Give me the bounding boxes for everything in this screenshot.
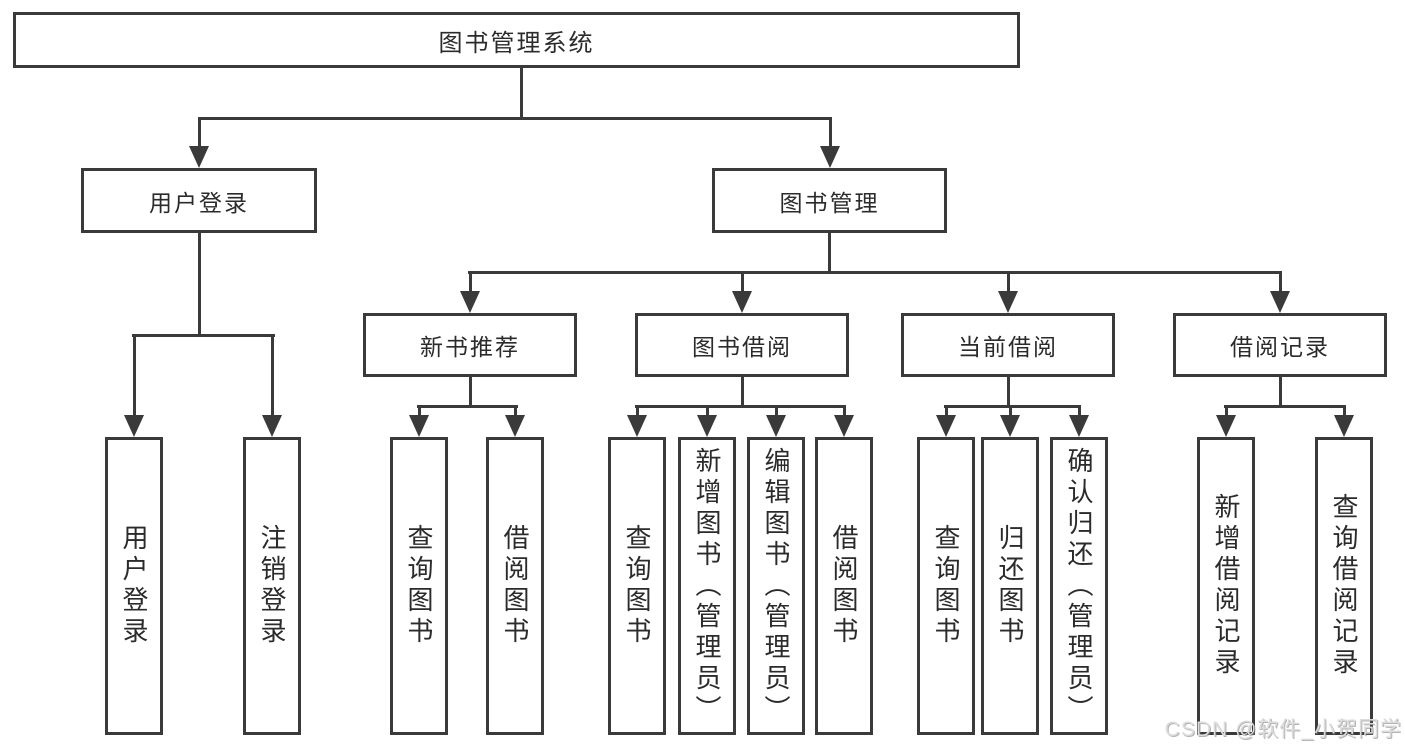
arrowhead-down-icon bbox=[1270, 291, 1290, 313]
watermark: CSDN @软件_小贺同学 bbox=[1164, 718, 1402, 741]
connector-level3-rail bbox=[468, 271, 1282, 274]
leaf-logout-login: 注销登录 bbox=[243, 437, 301, 735]
connector-leaf-drop bbox=[1225, 405, 1228, 417]
arrowhead-down-icon bbox=[697, 415, 717, 437]
connector-leaf-drop bbox=[775, 405, 778, 417]
connector-book-mgmt-trunk bbox=[828, 231, 831, 274]
leaf-edit-books-admin-label: 编辑图书（管理员） bbox=[761, 446, 791, 726]
connector-new-book-trunk bbox=[469, 375, 472, 407]
arrowhead-down-icon bbox=[732, 291, 752, 313]
leaf-borrow-books-borrowing-label: 借阅图书 bbox=[829, 524, 859, 648]
arrowhead-down-icon bbox=[1216, 415, 1236, 437]
leaf-borrow-books-borrowing: 借阅图书 bbox=[815, 437, 873, 735]
connector-book-borrow-trunk bbox=[741, 375, 744, 407]
connector-leaf-drop bbox=[843, 405, 846, 417]
leaf-return-books-label: 归还图书 bbox=[995, 524, 1025, 648]
leaf-query-borrow-record-label: 查询借阅记录 bbox=[1329, 493, 1359, 679]
arrowhead-down-icon bbox=[1000, 415, 1020, 437]
node-user-login-label: 用户登录 bbox=[149, 189, 249, 216]
connector-leaf-drop bbox=[133, 334, 136, 417]
arrowhead-down-icon bbox=[1334, 415, 1354, 437]
node-book-management-label: 图书管理 bbox=[779, 189, 880, 216]
node-root-label: 图书管理系统 bbox=[438, 29, 595, 57]
node-user-login: 用户登录 bbox=[81, 168, 317, 233]
node-new-book-recommend-label: 新书推荐 bbox=[420, 334, 520, 360]
leaf-query-borrow-record: 查询借阅记录 bbox=[1315, 437, 1373, 735]
arrowhead-down-icon bbox=[820, 146, 840, 168]
arrowhead-down-icon bbox=[124, 415, 144, 437]
node-book-management: 图书管理 bbox=[712, 168, 947, 233]
connector-leaf-drop bbox=[945, 405, 948, 417]
arrowhead-down-icon bbox=[766, 415, 786, 437]
connector-level2-rail bbox=[198, 117, 832, 120]
arrowhead-down-icon bbox=[505, 415, 525, 437]
connector-leaf-drop bbox=[706, 405, 709, 417]
leaf-query-books-recommend-label: 查询图书 bbox=[404, 524, 434, 648]
connector-groupC-rail bbox=[635, 405, 846, 408]
leaf-add-books-admin: 新增图书（管理员） bbox=[678, 437, 736, 735]
leaf-query-books-current-label: 查询图书 bbox=[931, 524, 961, 648]
leaf-query-books-recommend: 查询图书 bbox=[390, 437, 448, 735]
leaf-add-borrow-record-label: 新增借阅记录 bbox=[1211, 493, 1241, 679]
leaf-borrow-books-recommend: 借阅图书 bbox=[486, 437, 544, 735]
connector-leaf-drop bbox=[514, 405, 517, 417]
connector-leaf-drop bbox=[271, 334, 274, 417]
leaf-logout-login-label: 注销登录 bbox=[257, 524, 287, 648]
node-current-borrowing-label: 当前借阅 bbox=[958, 334, 1058, 360]
connector-leaf-drop bbox=[636, 405, 639, 417]
arrowhead-down-icon bbox=[834, 415, 854, 437]
connector-groupA-rail bbox=[132, 334, 275, 337]
connector-book-mgmt-drop bbox=[829, 117, 832, 148]
node-book-borrowing-label: 图书借阅 bbox=[692, 334, 792, 360]
connector-new-book-drop bbox=[469, 271, 472, 293]
connector-leaf-drop bbox=[418, 405, 421, 417]
node-borrowing-records: 借阅记录 bbox=[1173, 313, 1387, 377]
leaf-confirm-return-admin-label: 确认归还（管理员） bbox=[1064, 446, 1094, 726]
leaf-add-borrow-record: 新增借阅记录 bbox=[1197, 437, 1255, 735]
node-current-borrowing: 当前借阅 bbox=[901, 313, 1115, 377]
connector-borrow-records-trunk bbox=[1279, 375, 1282, 407]
node-root: 图书管理系统 bbox=[13, 12, 1020, 68]
connector-leaf-drop bbox=[1343, 405, 1346, 417]
arrowhead-down-icon bbox=[460, 291, 480, 313]
connector-borrow-records-drop bbox=[1279, 271, 1282, 293]
connector-leaf-drop bbox=[1078, 405, 1081, 417]
connector-groupB-rail bbox=[417, 405, 518, 408]
connector-leaf-drop bbox=[1009, 405, 1012, 417]
arrowhead-down-icon bbox=[409, 415, 429, 437]
arrowhead-down-icon bbox=[936, 415, 956, 437]
leaf-edit-books-admin: 编辑图书（管理员） bbox=[747, 437, 805, 735]
connector-user-login-trunk bbox=[198, 231, 201, 336]
connector-current-borrow-drop bbox=[1007, 271, 1010, 293]
leaf-borrow-books-recommend-label: 借阅图书 bbox=[500, 524, 530, 648]
node-borrowing-records-label: 借阅记录 bbox=[1230, 334, 1330, 360]
leaf-query-books-borrowing-label: 查询图书 bbox=[622, 524, 652, 648]
leaf-query-books-current: 查询图书 bbox=[917, 437, 975, 735]
arrowhead-down-icon bbox=[627, 415, 647, 437]
connector-user-login-drop bbox=[198, 117, 201, 148]
arrowhead-down-icon bbox=[189, 146, 209, 168]
connector-current-borrow-trunk bbox=[1007, 375, 1010, 407]
node-new-book-recommend: 新书推荐 bbox=[363, 313, 577, 377]
arrowhead-down-icon bbox=[1069, 415, 1089, 437]
connector-groupE-rail bbox=[1224, 405, 1346, 408]
connector-groupD-rail bbox=[944, 405, 1081, 408]
leaf-user-login: 用户登录 bbox=[105, 437, 163, 735]
node-book-borrowing: 图书借阅 bbox=[635, 313, 849, 377]
leaf-user-login-label: 用户登录 bbox=[119, 524, 149, 648]
connector-root-trunk bbox=[520, 66, 523, 119]
leaf-add-books-admin-label: 新增图书（管理员） bbox=[692, 446, 722, 726]
arrowhead-down-icon bbox=[998, 291, 1018, 313]
connector-book-borrow-drop bbox=[741, 271, 744, 293]
leaf-return-books: 归还图书 bbox=[981, 437, 1039, 735]
arrowhead-down-icon bbox=[262, 415, 282, 437]
leaf-confirm-return-admin: 确认归还（管理员） bbox=[1050, 437, 1108, 735]
leaf-query-books-borrowing: 查询图书 bbox=[608, 437, 666, 735]
